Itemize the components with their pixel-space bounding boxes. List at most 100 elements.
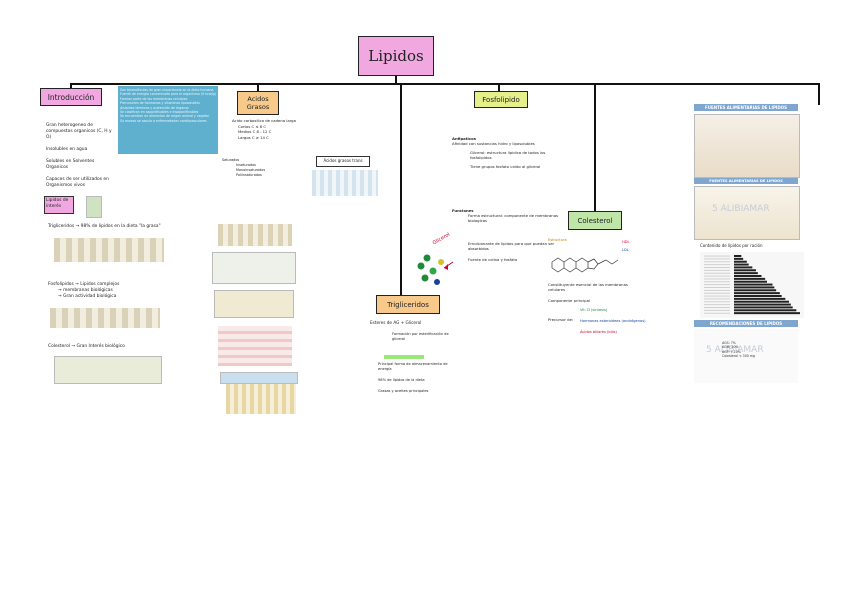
glycerol-label: Glicerol (432, 232, 451, 247)
main-connector (70, 83, 818, 85)
acidos-notes: Acido carboxilico de cadena larga Cortos… (232, 118, 298, 140)
main-title-box: Lipidos (358, 36, 434, 76)
fosfolipido-label: Fosfolipido (482, 96, 519, 104)
glycerol-highlight (384, 355, 424, 359)
func-note: Emulsionante de lipidos para que puedan … (452, 241, 562, 251)
chart-title: Contenido de lípidos por ración (700, 243, 763, 249)
chart-bar (734, 306, 793, 308)
trans-subtitle-box: Ácidos grasos trans (316, 156, 370, 167)
cholesterol-structure-image (54, 356, 162, 384)
chart-bar (734, 284, 773, 286)
chart-bar (734, 298, 785, 300)
chart-category-label (704, 304, 730, 305)
chart-category-label (704, 301, 730, 302)
colesterol-stem (594, 83, 596, 211)
chart-category-label (704, 284, 730, 285)
intro-label: Introducción (48, 93, 95, 102)
intro-info-panel: Son biomoléculas de gran importancia en … (118, 86, 218, 154)
chart-bar (734, 304, 791, 306)
trigliceridos-note-text: Trigliceridos → 98% de lipidos en la die… (48, 224, 161, 229)
precursor-item: Vit. D (síntesis) (580, 308, 670, 313)
colesterol-label: Colesterol (577, 217, 612, 225)
chart-bar (734, 266, 752, 268)
chart-category-label (704, 258, 730, 259)
chart-bar (734, 261, 747, 263)
fuentes-title-2: FUENTES ALIMENTARIAS DE LIPIDOS (709, 179, 783, 183)
chart-category-label (704, 261, 730, 262)
chart-category-label (704, 267, 730, 268)
recomendaciones-title: RECOMENDACIONES DE LIPIDOS (710, 321, 782, 326)
fuentes-header-2: FUENTES ALIMENTARIAS DE LIPIDOS (694, 178, 798, 184)
lipid-chart-svg (700, 252, 804, 318)
chart-category-label (704, 270, 730, 271)
intro-bullet: Gran heterogeneo de compuestos organicos… (46, 123, 116, 141)
trig-note: Principal forma de almacenamiento de ene… (378, 362, 454, 372)
fatty-acid-watermark-image (212, 252, 296, 284)
chart-category-label (704, 287, 730, 288)
intro-bullet: Capaces de ser utilizados en Organismos … (46, 177, 116, 189)
chart-title-text: Contenido de lípidos por ración (700, 243, 763, 248)
fosfo-note: Afinidad con sustancias hidro y liposolu… (452, 141, 562, 146)
fosfo-note: Tiene grupos fosfato unido al glicerol (452, 164, 562, 169)
chart-bar (734, 301, 789, 303)
chart-category-label (704, 298, 730, 299)
fuentes-stem (818, 83, 820, 105)
chart-category-label (704, 278, 730, 279)
chart-bar (734, 295, 782, 297)
info-line: Su exceso se asocia a enfermedades cardi… (120, 119, 216, 123)
colesterol-note-text: Colesterol → Gran Interés biológico (48, 344, 125, 349)
colesterol-structure-label: Estructura (548, 238, 567, 242)
trig-note: Grasas y aceites principales (378, 389, 454, 394)
fuentes-header: FUENTES ALIMENTARIAS DE LIPIDOS (694, 104, 798, 111)
acidos-note: Acido carboxilico de cadena larga (232, 118, 298, 124)
rec-line: Colesterol < 300 mg (722, 354, 782, 358)
rec-lines: AGS: 7% AGM: 20% AGP: 7-10% Colesterol <… (722, 341, 782, 359)
chart-bar (734, 272, 758, 274)
trigliceridos-label: Trigliceridos (387, 301, 429, 309)
fatty-acid-chart-image (220, 372, 298, 384)
trig-note: 98% de lípidos de la dieta (378, 378, 454, 383)
chart-category-label (704, 281, 730, 282)
intro-bullet: Insolubles en agua (46, 147, 116, 153)
chart-category-label (704, 273, 730, 274)
fosfo-note: → Gran actividad biológica (48, 294, 178, 300)
chart-bar (734, 289, 776, 291)
lipidos-interes-label: Lipidos de interés (46, 198, 68, 209)
chart-bar (734, 292, 780, 294)
trigliceridos-stem (400, 83, 402, 295)
lipid-content-chart (700, 252, 804, 318)
fatty-acid-table-image (214, 290, 294, 318)
chart-category-label (704, 293, 730, 294)
func-note: Forma estructural: componente de membran… (452, 213, 562, 223)
fatty-acid-chain-image-1 (218, 224, 292, 246)
trig-note: Formación por esterificación de glicerol (378, 332, 454, 342)
chart-bar (734, 269, 756, 271)
triglyceride-structure-image (54, 238, 164, 262)
acidos-side-notes: Saturados Insaturados Monoinsaturados Po… (222, 158, 292, 178)
watermark-1: 5 ALIBIAMAR (712, 204, 770, 214)
lipid-droplet-image (86, 196, 102, 218)
fuentes-title: FUENTES ALIMENTARIAS DE LIPIDOS (705, 105, 787, 110)
colesterol-label-box: Colesterol (568, 211, 622, 230)
main-title: Lipidos (368, 47, 424, 65)
chart-bar (734, 264, 749, 266)
chart-category-label (704, 313, 730, 314)
trigliceridos-label-box: Trigliceridos (376, 295, 440, 314)
fosfolipido-notes: Anfipaticos Afinidad con sustancias hidr… (452, 136, 562, 169)
chart-bar (734, 281, 767, 283)
chart-bar (734, 286, 774, 288)
col-note: Componente principal (548, 298, 638, 303)
acidos-label-box: Acidos Grasos (237, 91, 279, 115)
chart-bar (734, 275, 762, 277)
chart-bar (734, 255, 741, 257)
trigliceridos-note: Trigliceridos → 98% de lipidos en la die… (48, 224, 178, 230)
trans-subtitle: Ácidos grasos trans (323, 158, 362, 163)
intro-bullet-list: Gran heterogeneo de compuestos organicos… (46, 123, 116, 189)
chart-bar (734, 278, 765, 280)
food-sources-image-1 (694, 114, 800, 178)
trigliceridos-notes: Formación por esterificación de glicerol… (378, 332, 454, 394)
col-note: Constituyente esencial de las membranas … (548, 282, 638, 292)
trigliceridos-formula-text: Esteres de AG + Glicerol (370, 320, 421, 325)
lipidos-interes-box: Lipidos de interés (44, 196, 74, 214)
recomendaciones-header: RECOMENDACIONES DE LIPIDOS (694, 320, 798, 327)
